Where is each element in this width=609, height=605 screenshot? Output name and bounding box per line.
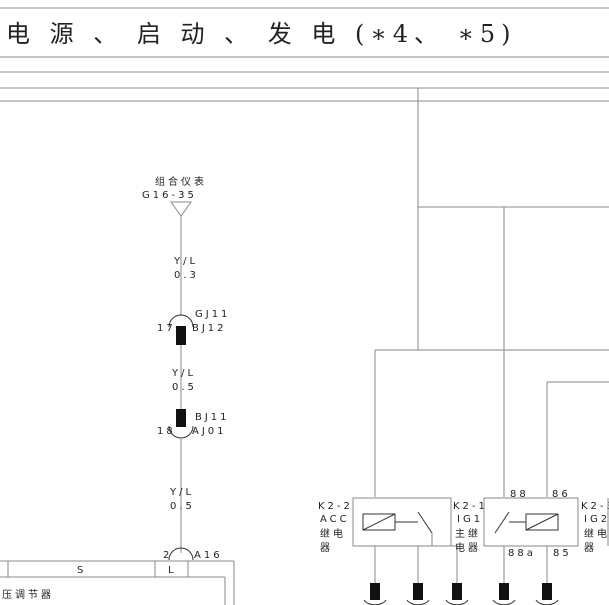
- conn2-code-top: BJ11: [195, 412, 230, 423]
- conn3-pin: 2: [163, 550, 172, 561]
- acc-relay-type1: 继电: [320, 527, 346, 540]
- wire3-gauge: 0.5: [170, 501, 195, 512]
- ig1-relay-coil-diagonal: [525, 513, 559, 531]
- ig1-relay-type2: 电器: [455, 541, 481, 554]
- acc-relay-switch-icon: [417, 511, 433, 534]
- ig1-relay-pin-c: 88a: [508, 548, 536, 559]
- conn1-terminal-icon: [176, 326, 186, 345]
- ig2-relay-type1: 继电: [584, 527, 609, 540]
- ig1-relay-pin-b: 86: [552, 489, 571, 500]
- wire3-color: Y/L: [169, 487, 194, 498]
- regulator-label: 压调节器: [2, 589, 54, 601]
- conn1-arc-icon: [168, 314, 194, 328]
- ig1-relay-switch-icon: [494, 511, 510, 534]
- conn2-code-bottom: AJ01: [192, 426, 227, 437]
- ig1-relay-type1: 主继: [455, 527, 481, 540]
- acc-relay-coil-diagonal: [362, 513, 396, 531]
- terminal-block-5: [542, 583, 552, 600]
- cluster-name: 组合仪表: [155, 175, 207, 188]
- terminal-arc-5: [535, 599, 559, 605]
- ig2-relay-type2: 器: [584, 542, 597, 554]
- ig2-relay-code: K2-3: [581, 501, 609, 512]
- terminal-arc-1: [363, 599, 387, 605]
- ig1-relay-box: [483, 497, 579, 547]
- ig1-relay-name: IG1: [457, 514, 483, 525]
- conn3-code: A16: [194, 550, 223, 561]
- conn2-terminal-icon: [176, 409, 186, 427]
- terminal-block-2: [413, 583, 423, 600]
- ig1-relay-code: K2-1: [453, 501, 488, 512]
- acc-relay-out-3: [431, 533, 458, 583]
- ig2-relay-name: IG2: [584, 514, 609, 525]
- terminal-arc-4: [492, 599, 516, 605]
- terminal-block-1: [370, 583, 380, 600]
- regulator-terminal-s: S: [77, 565, 86, 576]
- wire1-color: Y/L: [173, 256, 198, 267]
- acc-relay-box: [352, 497, 452, 547]
- conn2-pin: 18: [157, 426, 176, 437]
- wire2-color: Y/L: [171, 368, 196, 379]
- terminal-arc-3: [445, 599, 469, 605]
- terminal-arc-2: [406, 599, 430, 605]
- cluster-terminal-icon: [170, 201, 192, 217]
- acc-relay-type2: 器: [320, 542, 333, 554]
- conn1-code-bottom: BJ12: [192, 323, 227, 334]
- ig1-relay-coil-icon: [525, 513, 559, 531]
- conn1-code-top: GJ11: [195, 309, 230, 320]
- acc-relay-code: K2-2: [318, 501, 353, 512]
- regulator-terminal-l: L: [168, 565, 177, 576]
- wire1-gauge: 0.3: [174, 270, 199, 281]
- ig1-relay-pin-a: 88: [510, 489, 529, 500]
- page-title: 电 源 、 启 动 、 发 电 (∗4、 ∗5): [6, 20, 517, 48]
- wire2-gauge: 0.5: [172, 382, 197, 393]
- ig1-relay-pin-d: 85: [553, 548, 572, 559]
- conn3-arc-icon: [168, 547, 194, 561]
- acc-relay-name: ACC: [320, 514, 350, 525]
- terminal-block-4: [499, 583, 509, 600]
- cluster-pin: G16-35: [142, 190, 197, 201]
- terminal-block-3: [452, 583, 462, 600]
- conn1-pin: 17: [157, 323, 176, 334]
